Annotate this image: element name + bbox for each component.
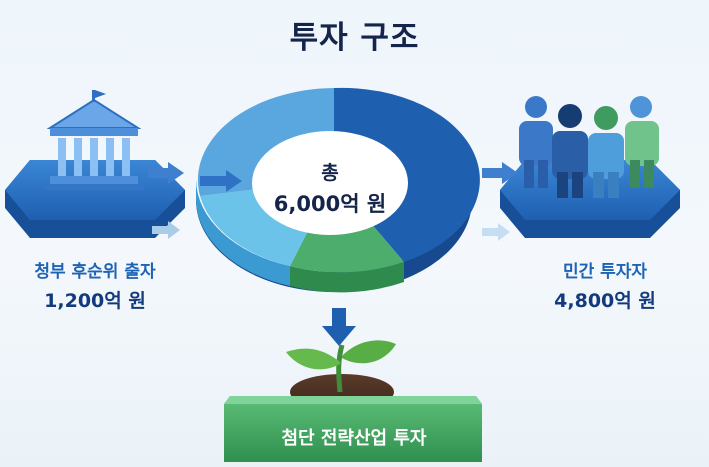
people-group-icon [519, 96, 659, 198]
total-label: 총 [321, 162, 339, 184]
private-investors-amount: 4,800억 원 [554, 290, 656, 312]
total-amount: 6,000억 원 [273, 192, 387, 216]
government-contribution-label: 청부 후순위 출자 [34, 262, 156, 282]
government-contribution-amount: 1,200억 원 [44, 290, 146, 312]
private-investors-label: 민간 투자자 [562, 262, 648, 282]
page-title: 투자 구조 [289, 20, 420, 56]
total-donut [196, 87, 480, 293]
arrow-down-icon [322, 308, 356, 346]
arrow-left-to-center [148, 162, 242, 239]
strategic-industry-label: 첨단 전략산업 투자 [281, 428, 427, 449]
arrow-right-to-center [482, 162, 518, 241]
industry-platform [224, 396, 482, 462]
bank-building-icon [44, 90, 144, 190]
